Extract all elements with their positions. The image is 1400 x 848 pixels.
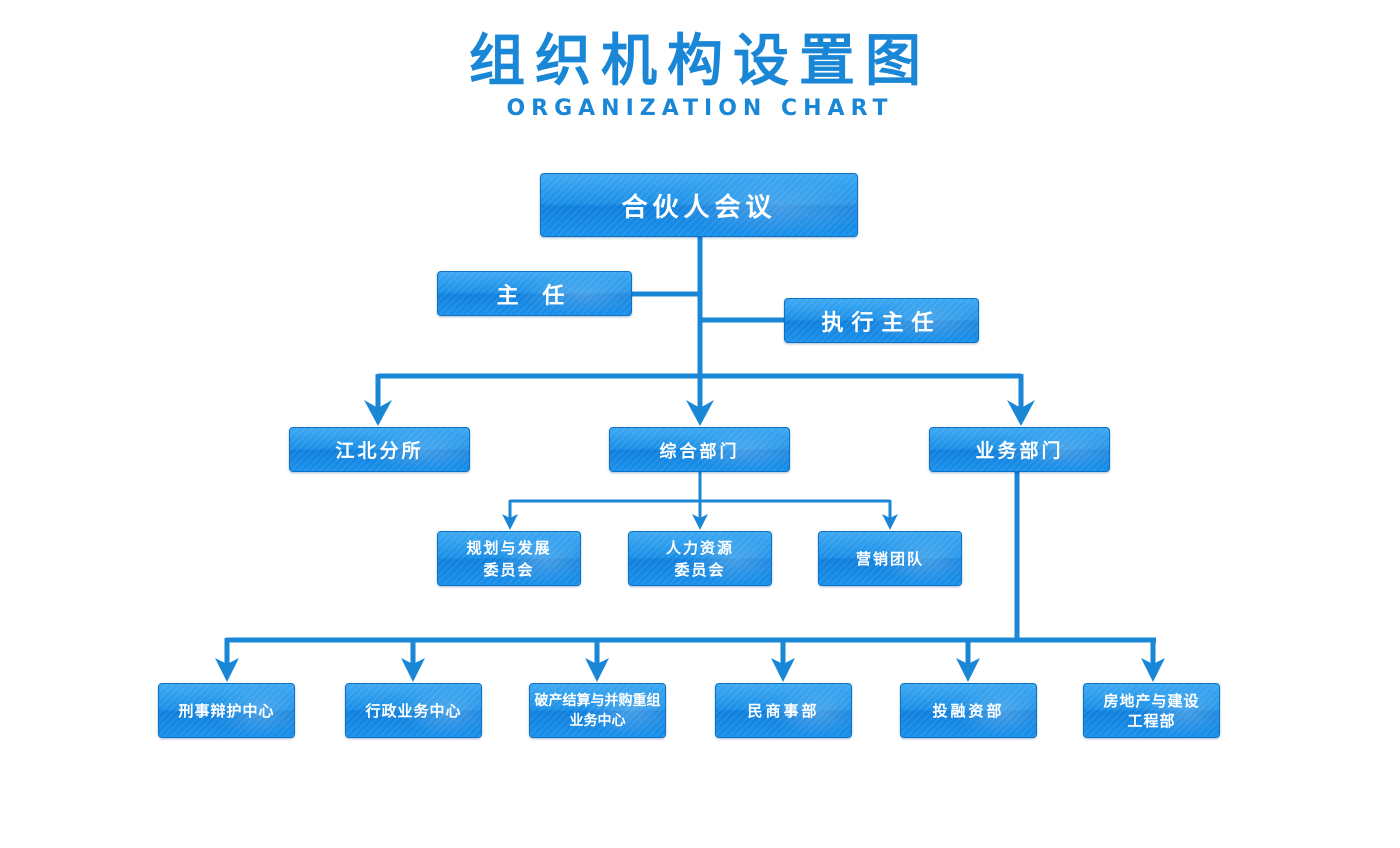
node-general: 综合部门 [609, 427, 790, 472]
arrow-marketing [882, 514, 898, 530]
node-jiangbei: 江北分所 [289, 427, 470, 472]
node-bankruptcy: 破产结算与并购重组 业务中心 [529, 683, 666, 738]
node-director: 主 任 [437, 271, 632, 316]
node-hr: 人力资源 委员会 [628, 531, 772, 586]
arrow-jiangbei [364, 400, 392, 426]
arrow-admin [401, 658, 425, 682]
arrow-criminal [215, 658, 239, 682]
node-realestate: 房地产与建设 工程部 [1083, 683, 1220, 738]
arrow-planning [502, 514, 518, 530]
node-civil: 民商事部 [715, 683, 852, 738]
arrow-bankruptcy [585, 658, 609, 682]
node-planning: 规划与发展 委员会 [437, 531, 581, 586]
chart-subtitle: ORGANIZATION CHART [506, 96, 894, 121]
node-admin: 行政业务中心 [345, 683, 482, 738]
arrow-hr [692, 514, 708, 530]
node-business: 业务部门 [929, 427, 1110, 472]
arrow-finance [956, 658, 980, 682]
arrow-civil [771, 658, 795, 682]
node-root: 合伙人会议 [540, 173, 858, 237]
node-criminal: 刑事辩护中心 [158, 683, 295, 738]
arrow-realestate [1141, 658, 1165, 682]
arrow-general [686, 400, 714, 426]
node-exec-director: 执行主任 [784, 298, 979, 343]
chart-title: 组织机构设置图 [469, 29, 931, 94]
arrow-business [1007, 400, 1035, 426]
node-marketing: 营销团队 [818, 531, 962, 586]
node-finance: 投融资部 [900, 683, 1037, 738]
